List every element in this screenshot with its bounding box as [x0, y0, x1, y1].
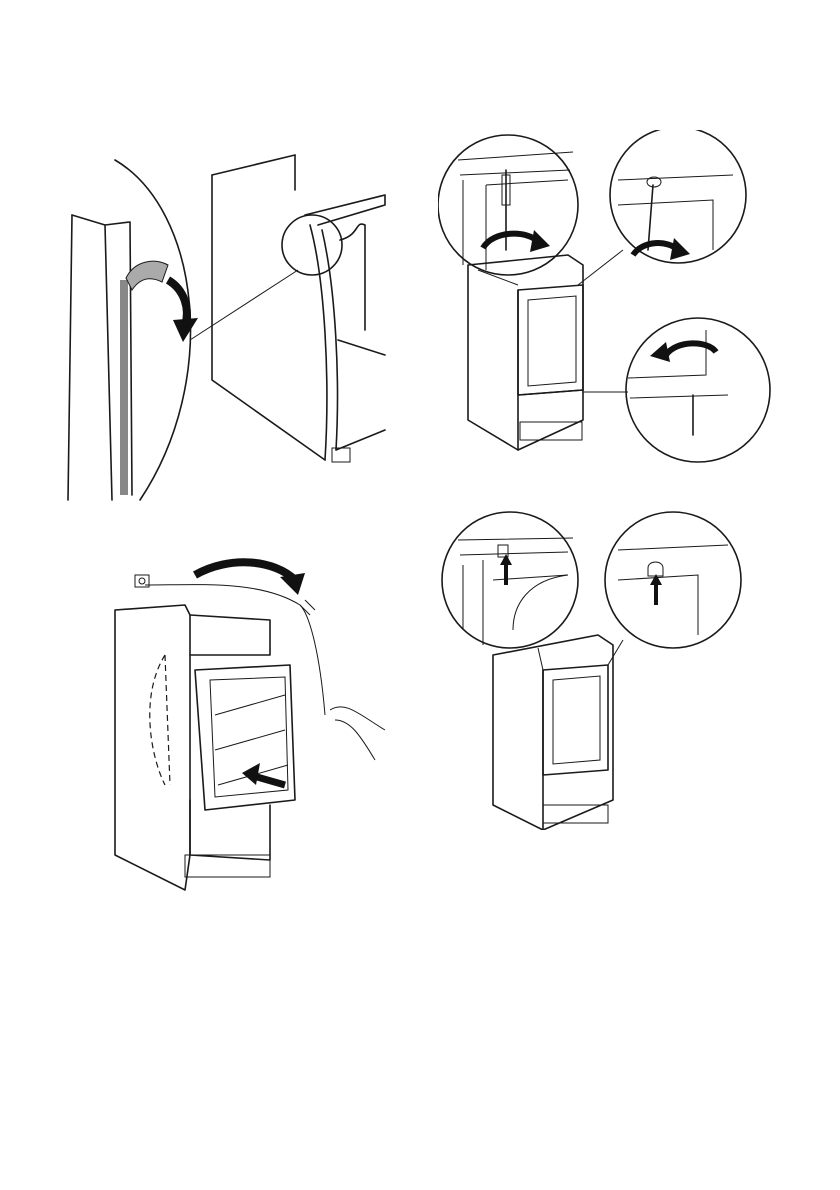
plug-icon — [300, 600, 315, 615]
cabinet-top — [212, 155, 295, 175]
plinth — [543, 805, 608, 823]
shelf-edge — [338, 340, 385, 355]
cover-caps-illustration — [438, 510, 758, 830]
seal-strip — [120, 280, 128, 495]
door-edge-outer — [72, 215, 112, 500]
curved-arrow-icon — [168, 280, 187, 325]
detail-circle — [282, 215, 342, 275]
cabinet-top-box — [190, 615, 270, 655]
panel-seal-strip — [40, 130, 400, 510]
tall-cabinet — [468, 255, 583, 450]
detail-circle-left — [442, 512, 578, 648]
tape-backing — [126, 261, 168, 290]
hand-icon — [330, 707, 385, 760]
curved-arrow-icon — [195, 562, 295, 580]
screw-fix-illustration — [438, 130, 778, 470]
slide-in-illustration — [110, 555, 410, 895]
panel-cover-caps — [438, 510, 758, 830]
panel-screw-fix — [438, 130, 778, 470]
hidden-outline — [150, 655, 165, 785]
door-frame-left — [310, 225, 327, 460]
detail-circle-bottom — [626, 318, 770, 462]
cabinet-rail — [305, 195, 385, 225]
hinge-bracket — [332, 448, 350, 462]
seal-strip-illustration — [40, 130, 400, 510]
plinth — [185, 855, 270, 877]
cabinet-side — [212, 175, 325, 460]
panel-slide-in — [110, 555, 410, 895]
